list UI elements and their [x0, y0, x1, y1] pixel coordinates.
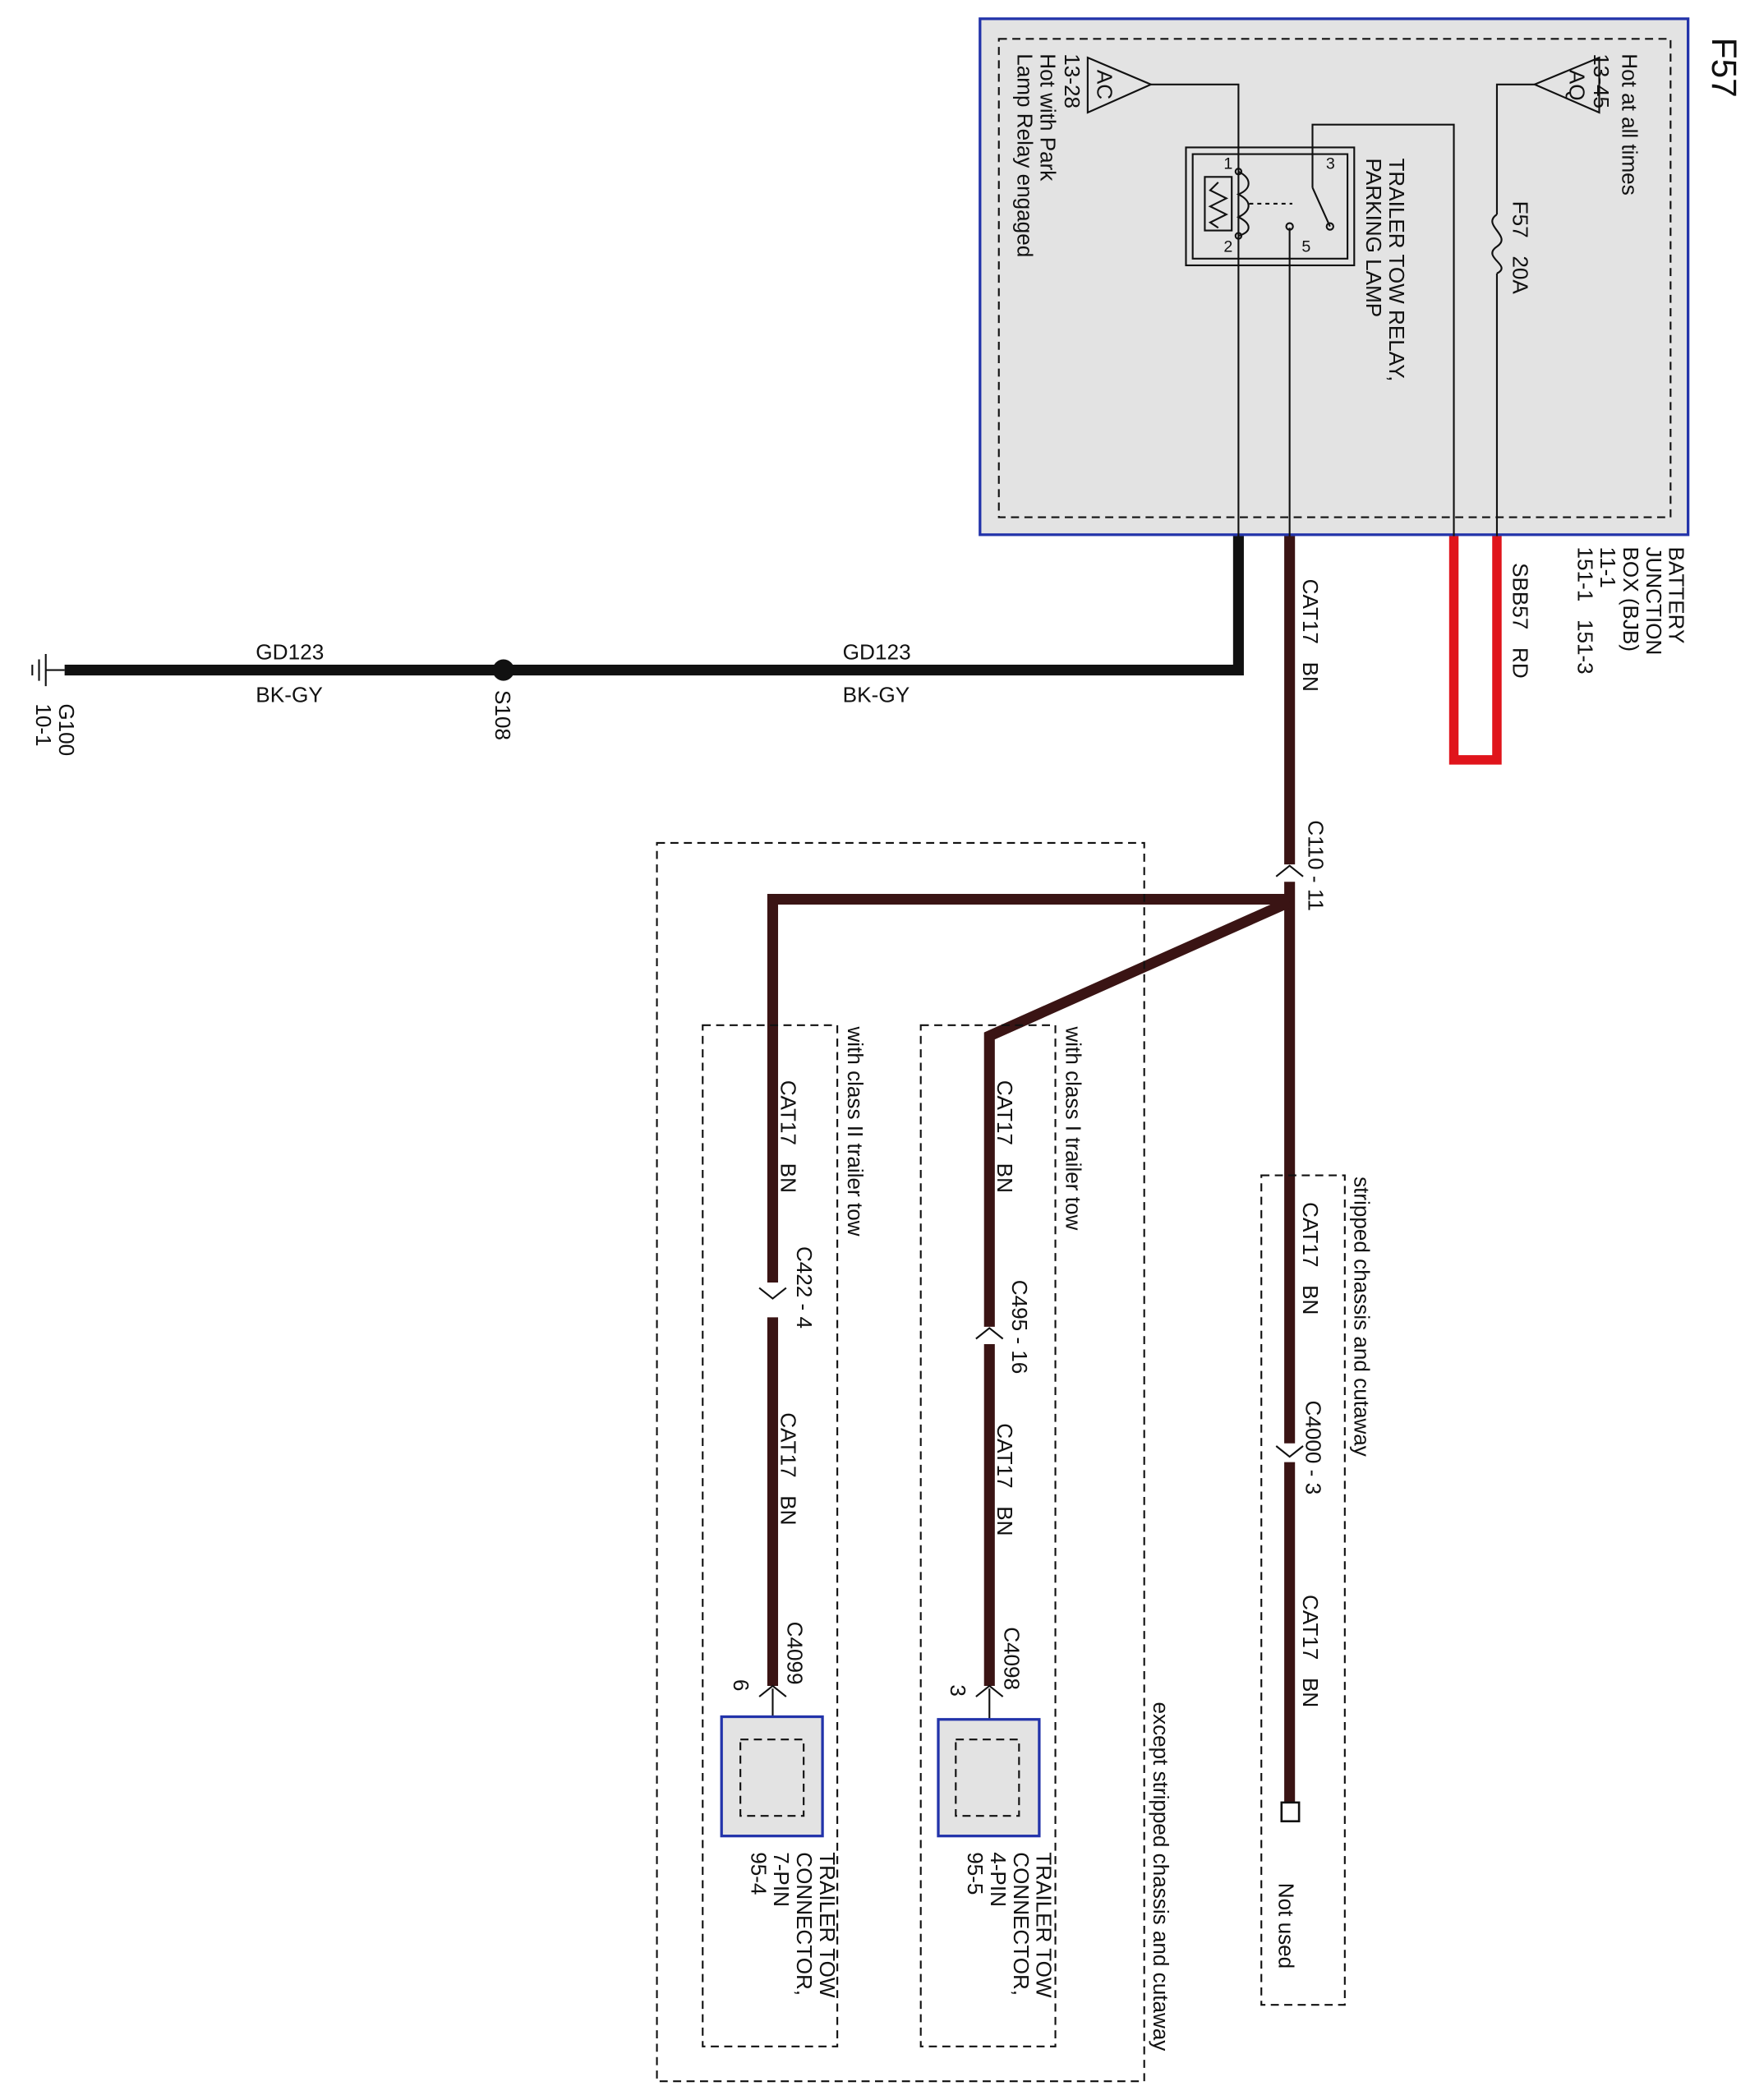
region-class1-trailer-tow	[919, 1024, 1057, 2047]
connector-c4099-pin: 6	[729, 1679, 753, 1692]
relay-switch-arm-icon	[1311, 187, 1331, 228]
ground-name: G100	[54, 703, 79, 756]
aq-code: AQ	[1564, 70, 1589, 101]
ground-ref: 10-1	[31, 703, 56, 746]
trailer-tow-connector-7pin-inner	[739, 1738, 805, 1817]
trailer-tow-4pin-label: TRAILER TOW CONNECTOR, 4-PIN 95-5	[963, 1852, 1057, 1998]
wire-sbb57-label: SBB57 RD	[1508, 563, 1533, 679]
wire-cat17-class2-branch	[767, 893, 1290, 1283]
ground-g100-label: G100 10-1	[31, 703, 79, 756]
bjb-inner-dashed	[997, 38, 1672, 518]
relay-pin-1: 1	[1223, 155, 1232, 173]
connector-c495-icon	[975, 1327, 1004, 1340]
relay-outer-box	[1185, 146, 1356, 267]
relay-name-line-2: PARKING LAMP	[1361, 158, 1386, 317]
wire-cat17-class1-label-1: CAT17 BN	[992, 1080, 1017, 1193]
page-id: F57	[1704, 38, 1743, 98]
trailer-tow-connector-7pin	[720, 1715, 824, 1838]
tt7-line-2: CONNECTOR,	[792, 1852, 817, 1996]
wire-cat17-class1-branch	[983, 896, 1292, 1327]
tt4-line-1: TRAILER TOW	[1032, 1852, 1057, 1998]
connector-c422-label: C422 - 4	[792, 1246, 817, 1329]
trailer-tow-connector-4pin	[937, 1718, 1041, 1838]
region-except-stripped-label: except stripped chassis and cutaway	[1149, 1702, 1173, 2052]
region-except-stripped	[656, 841, 1145, 2083]
relay-resistor-icon	[1208, 182, 1229, 229]
trailer-tow-relay: 1 2 3 5	[1185, 146, 1356, 267]
bjb-name: BATTERY JUNCTION BOX (BJB) 11-1 151-1 15…	[1573, 547, 1688, 675]
relay-coil-resistor-box	[1204, 176, 1233, 232]
relay-name-line-1: TRAILER TOW RELAY,	[1384, 158, 1409, 381]
battery-junction-box	[979, 17, 1690, 537]
fuse-f57-label: F57 20A	[1508, 201, 1533, 295]
trailer-tow-7pin-label: TRAILER TOW CONNECTOR, 7-PIN 95-4	[746, 1852, 840, 1998]
tt7-line-3: 7-PIN	[769, 1852, 794, 1907]
connector-c4098-label: C4098	[999, 1627, 1024, 1690]
relay-name: TRAILER TOW RELAY, PARKING LAMP	[1361, 158, 1409, 381]
relay-inner-box	[1191, 153, 1349, 260]
aq-ref: 13-45	[1589, 53, 1614, 108]
splice-s108	[492, 659, 514, 681]
wire-cat17-stripped-label-1: CAT17 BN	[1298, 1202, 1323, 1315]
connector-c422-icon	[758, 1287, 787, 1300]
bjb-name-line-2: JUNCTION	[1642, 547, 1666, 656]
connector-c4000-label: C4000 - 3	[1301, 1401, 1325, 1495]
wire-cat17-class1-label-2: CAT17 BN	[992, 1423, 1017, 1536]
wire-gd123-label-right: GD123	[843, 640, 911, 665]
hot-at-all-times-label: Hot at all times	[1617, 53, 1642, 196]
tt4-line-3: 4-PIN	[986, 1852, 1011, 1907]
region-class1-label: with class I trailer tow	[1062, 1025, 1086, 1230]
bjb-name-line-4: 11-1	[1596, 547, 1620, 588]
connector-c4098-icon	[975, 1684, 1004, 1697]
bjb-name-line-1: BATTERY	[1665, 547, 1689, 644]
ref-triangle-ac: AC 13-28 Hot with Park Lamp Relay engage…	[1013, 53, 1154, 257]
connector-c4099-icon	[758, 1684, 787, 1697]
relay-pin-2: 2	[1223, 238, 1232, 256]
relay-pin-5: 5	[1301, 238, 1310, 256]
wire-gd123-bkgy	[64, 536, 1244, 676]
connector-c110-icon	[1275, 864, 1304, 877]
wire-sbb57-rd	[1448, 536, 1502, 765]
wire-cat17-stripped-label-2: CAT17 BN	[1298, 1595, 1323, 1707]
not-used-label: Not used	[1274, 1883, 1299, 1969]
ref-triangle-aq: AQ 13-45	[1532, 53, 1614, 114]
wire-cat17-trunk-label: CAT17 BN	[1298, 579, 1323, 692]
not-used-terminal-icon	[1280, 1801, 1301, 1823]
ground-g100-icon	[31, 653, 65, 687]
tt4-line-4: 95-5	[963, 1852, 988, 1895]
bjb-internal-wiring	[1150, 83, 1535, 537]
trailer-tow-connector-4pin-inner	[955, 1738, 1020, 1817]
bjb-refs: 151-1 151-3	[1573, 547, 1597, 675]
relay-coil-icon	[1236, 170, 1250, 237]
wire-cat17-class2-label-2: CAT17 BN	[776, 1412, 800, 1525]
wire-gd123-label-left: GD123	[256, 640, 324, 665]
ac-note-line-1: Hot with Park	[1036, 53, 1061, 182]
bjb-name-line-3: BOX (BJB)	[1619, 547, 1643, 652]
ac-ref: 13-28	[1060, 53, 1085, 108]
tt4-line-2: CONNECTOR,	[1009, 1852, 1034, 1996]
region-stripped-label: stripped chassis and cutaway	[1349, 1177, 1374, 1458]
ac-note-line-2: Lamp Relay engaged	[1013, 53, 1038, 257]
bjb-outline	[979, 17, 1690, 537]
relay-pin-3: 3	[1326, 155, 1335, 173]
connector-c495-label: C495 - 16	[1007, 1280, 1032, 1375]
wire-bkgy-label-left: BK-GY	[256, 683, 323, 707]
ac-code: AC	[1092, 70, 1117, 99]
connector-c110-label: C110 - 11	[1304, 820, 1329, 911]
region-class2-trailer-tow	[702, 1024, 839, 2047]
splice-s108-label: S108	[490, 690, 515, 740]
connector-c4098-pin: 3	[946, 1684, 970, 1697]
connector-c4000-icon	[1275, 1445, 1304, 1458]
fuse-f57-icon	[1491, 214, 1503, 274]
wire-cat17-class2-label-1: CAT17 BN	[776, 1080, 800, 1193]
region-class2-label: with class II trailer tow	[843, 1025, 868, 1236]
region-stripped-chassis	[1260, 1174, 1346, 2006]
wire-bkgy-label-right: BK-GY	[843, 683, 910, 707]
tt7-line-4: 95-4	[746, 1852, 771, 1895]
connector-c4099-label: C4099	[782, 1622, 807, 1685]
tt7-line-1: TRAILER TOW	[815, 1852, 840, 1998]
